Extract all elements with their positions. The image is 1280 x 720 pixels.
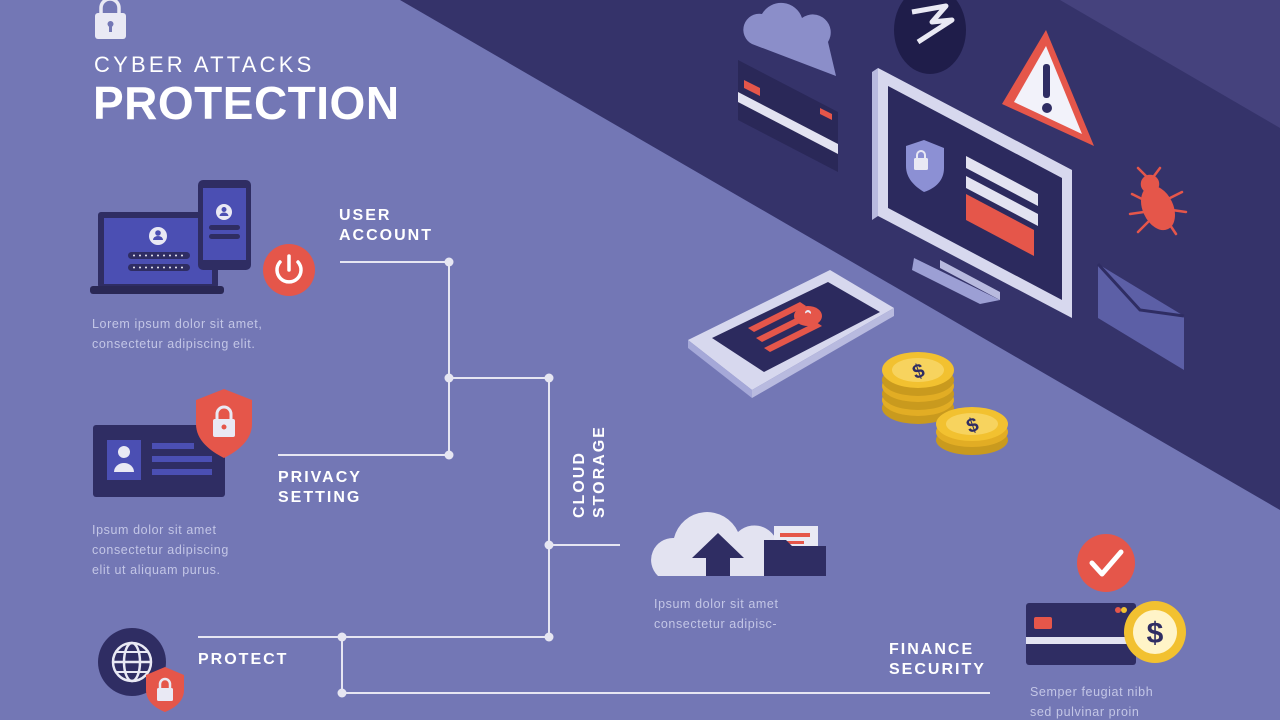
connector-dots bbox=[337, 257, 554, 698]
page-title: PROTECTION bbox=[93, 77, 400, 129]
cloud-storage-label-line1: CLOUD bbox=[571, 451, 588, 518]
cloud-storage-description: Ipsum dolor sit amet consectetur adipisc… bbox=[654, 594, 779, 634]
folder-icon bbox=[764, 526, 826, 576]
privacy-setting-label: PRIVACY SETTING bbox=[278, 468, 362, 508]
user-account-desc-line1: Lorem ipsum dolor sit amet, bbox=[92, 317, 263, 331]
credit-card-icon bbox=[1026, 603, 1136, 665]
dark-diagonal-band bbox=[400, 0, 1280, 510]
monitor-icon bbox=[872, 68, 1072, 318]
finance-security-desc-line2: sed pulvinar proin bbox=[1030, 705, 1140, 719]
finance-security-label-line1: FINANCE bbox=[889, 641, 975, 658]
cloud-storage-label: CLOUD STORAGE bbox=[570, 425, 610, 518]
user-account-label-line2: ACCOUNT bbox=[339, 227, 433, 244]
svg-text:$: $ bbox=[1147, 617, 1164, 650]
finance-security-desc-line1: Semper feugiat nibh bbox=[1030, 685, 1154, 699]
bug-icon bbox=[1128, 166, 1188, 236]
privacy-setting-label-line1: PRIVACY bbox=[278, 469, 362, 486]
finance-security-label: FINANCE SECURITY bbox=[889, 640, 986, 680]
envelope-icon bbox=[1096, 262, 1185, 370]
finance-security-description: Semper feugiat nibh sed pulvinar proin bbox=[1030, 682, 1153, 720]
cloud-storage-desc-line1: Ipsum dolor sit amet bbox=[654, 597, 779, 611]
smartphone-small-icon bbox=[198, 180, 251, 270]
privacy-setting-desc-line2: consectetur adipiscing bbox=[92, 543, 229, 557]
user-account-label: USER ACCOUNT bbox=[339, 206, 433, 246]
user-account-label-line1: USER bbox=[339, 207, 392, 224]
privacy-setting-label-line2: SETTING bbox=[278, 489, 362, 506]
power-icon bbox=[263, 244, 315, 296]
cloud-upload-icon bbox=[651, 512, 781, 576]
cloud-decor-icon bbox=[743, 2, 836, 76]
dollar-coin-icon: $ bbox=[1124, 601, 1186, 663]
subtitle: CYBER ATTACKS bbox=[94, 52, 315, 77]
bank-card-decor-icon bbox=[738, 60, 838, 172]
warning-icon bbox=[1002, 30, 1094, 146]
cloud-storage-label-line2: STORAGE bbox=[591, 425, 608, 518]
privacy-setting-desc-line3: elit ut aliquam purus. bbox=[92, 563, 221, 577]
finance-security-label-line2: SECURITY bbox=[889, 661, 986, 678]
checkmark-icon bbox=[1077, 534, 1135, 592]
user-account-description: Lorem ipsum dolor sit amet, consectetur … bbox=[92, 314, 262, 354]
smartphone-icon bbox=[688, 270, 894, 398]
privacy-setting-desc-line1: Ipsum dolor sit amet bbox=[92, 523, 217, 537]
privacy-setting-description: Ipsum dolor sit amet consectetur adipisc… bbox=[92, 520, 229, 580]
id-card-icon bbox=[93, 425, 225, 497]
coin-stack-icon: $ bbox=[882, 352, 954, 424]
shield-lock-icon bbox=[196, 389, 252, 458]
padlock-icon bbox=[95, 0, 126, 39]
flag-icon bbox=[894, 0, 966, 74]
protect-label: PROTECT bbox=[198, 651, 289, 668]
coin-stack-small-icon: $ bbox=[936, 407, 1008, 455]
user-account-desc-line2: consectetur adipiscing elit. bbox=[92, 337, 256, 351]
laptop-icon bbox=[90, 212, 224, 294]
band-highlight bbox=[1060, 0, 1280, 128]
cloud-storage-desc-line2: consectetur adipisc- bbox=[654, 617, 778, 631]
shield-lock-small-icon bbox=[146, 667, 184, 712]
